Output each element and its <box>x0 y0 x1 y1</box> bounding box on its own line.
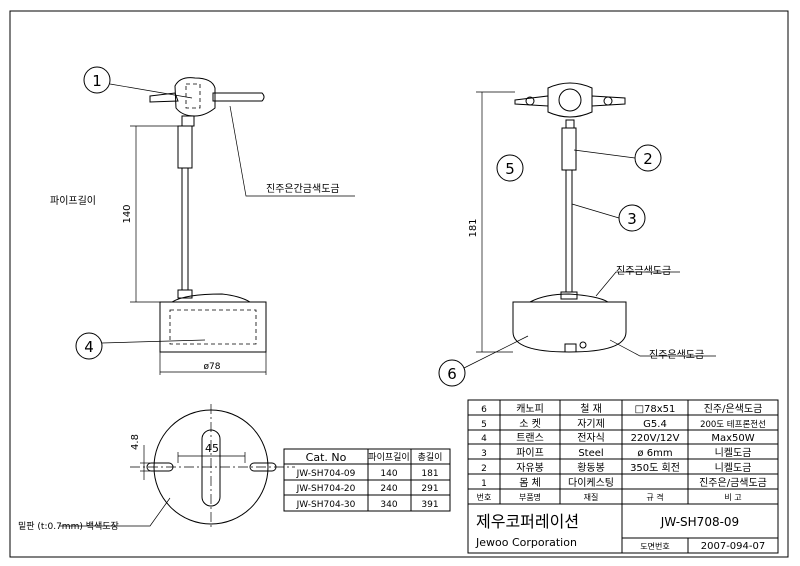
parts-header-mat: 재질 <box>584 493 599 502</box>
cat-row-2-pipe: 240 <box>380 484 397 494</box>
parts-r6-mat: 다이케스팅 <box>568 477 614 489</box>
parts-r1-spec: □78x51 <box>635 404 676 415</box>
cat-row-2-total: 291 <box>421 484 438 494</box>
callout-6-circle <box>438 359 466 387</box>
front-view-left: 140 ø78 파이프길이 진주은간금색도금 1 4 <box>50 66 355 375</box>
label-base-plate: 밑판 (t:0.7mm) 백색도장 <box>18 520 119 532</box>
parts-r5-note: 니켈도금 <box>715 462 752 474</box>
cat-row-1-catno: JW-SH704-09 <box>296 469 356 479</box>
dim-bottom-hole: 45 <box>205 442 219 455</box>
bottom-center-slot <box>201 429 221 507</box>
parts-table: 6 캐노피 철 재 □78x51 진주/은색도금 5 소 켓 자기제 G5.4 … <box>467 399 779 505</box>
parts-r2-no: 5 <box>481 420 487 430</box>
handle-right-arm <box>212 92 265 102</box>
handle-left-arm <box>149 92 179 103</box>
parts-header-spec: 규 격 <box>646 492 663 502</box>
parts-header-name: 부품명 <box>519 492 541 502</box>
callout-3: 3 <box>627 210 637 228</box>
dim-width-base: ø78 <box>204 362 221 372</box>
callout-6: 6 <box>447 365 457 383</box>
side-handle-dot-left <box>525 96 535 106</box>
neck <box>181 115 195 127</box>
dim-height-right: 181 <box>468 218 479 237</box>
parts-r1-note: 진주/은색도금 <box>704 403 763 415</box>
bottom-view: 45 4.8 밑판 (t:0.7mm) 백색도장 <box>18 404 295 532</box>
parts-r4-no: 3 <box>481 449 487 459</box>
drawing-no: 2007-094-07 <box>701 541 765 552</box>
cat-row-3-catno: JW-SH704-30 <box>296 500 356 510</box>
dim-bottom-offset: 4.8 <box>130 434 141 450</box>
parts-r2-spec: G5.4 <box>643 419 667 430</box>
parts-r1-mat: 철 재 <box>580 403 602 415</box>
model-number: JW-SH708-09 <box>660 515 739 529</box>
company-name-kr: 제우코퍼레이션 <box>476 512 579 531</box>
callout-4: 4 <box>84 338 94 356</box>
callout-2: 2 <box>643 150 653 168</box>
parts-r3-mat: 전자식 <box>577 432 605 444</box>
transformer-dashed <box>169 309 257 345</box>
parts-r1-no: 6 <box>481 405 487 415</box>
parts-r3-name: 트랜스 <box>516 432 544 444</box>
parts-r4-spec: ø 6mm <box>637 448 672 459</box>
cat-row-3-pipe: 340 <box>380 500 397 510</box>
side-view-right: 181 5 2 3 6 진주금색도금 진주은색도금 <box>438 82 716 387</box>
callout-5: 5 <box>505 160 515 178</box>
label-finish-gold: 진주금색도금 <box>616 265 671 277</box>
outer-frame <box>9 10 789 558</box>
callout-1: 1 <box>92 72 102 90</box>
parts-header-no: 번호 <box>477 493 492 502</box>
label-finish-handle: 진주은간금색도금 <box>266 183 340 195</box>
parts-r5-spec: 350도 회전 <box>630 462 680 474</box>
cat-row-1-total: 181 <box>421 469 438 479</box>
parts-r6-name: 몸 체 <box>519 477 541 489</box>
handle-socket-dashed <box>185 83 201 109</box>
parts-r3-note: Max50W <box>711 433 754 444</box>
parts-r5-name: 자유봉 <box>516 462 544 474</box>
base-box-right <box>512 301 627 353</box>
parts-r4-mat: Steel <box>578 448 603 459</box>
parts-header-note: 비 고 <box>724 493 741 502</box>
cat-header-total: 총길이 <box>418 452 443 463</box>
cat-header-pipe: 파이프길이 <box>368 452 409 463</box>
parts-r5-mat: 황동봉 <box>577 462 605 474</box>
side-handle-hole <box>558 88 582 112</box>
upper-joint <box>177 125 193 169</box>
title-block: 제우코퍼레이션 Jewoo Corporation JW-SH708-09 도면… <box>467 503 779 554</box>
lower-joint <box>177 289 193 299</box>
callout-5-circle <box>496 154 524 182</box>
parts-r4-name: 파이프 <box>516 447 544 459</box>
cat-table: Cat. No 파이프길이 총길이 JW-SH704-09 140 181 JW… <box>283 448 451 512</box>
parts-r2-mat: 자기제 <box>577 418 605 430</box>
parts-r2-name: 소 켓 <box>519 418 541 430</box>
cat-row-2-catno: JW-SH704-20 <box>296 484 356 494</box>
callout-1-circle <box>83 66 111 94</box>
parts-r2-note: 200도 테프론전선 <box>700 419 766 430</box>
drawing-no-label: 도면번호 <box>640 541 669 551</box>
parts-r4-note: 니켈도금 <box>715 447 752 459</box>
label-pipe-length: 파이프길이 <box>50 194 96 207</box>
parts-r5-no: 2 <box>481 464 487 474</box>
handle-body <box>174 77 216 117</box>
base-box-left <box>159 301 267 353</box>
label-finish-silver: 진주은색도금 <box>649 349 704 361</box>
cat-row-3-total: 391 <box>421 500 438 510</box>
company-name-en: Jewoo Corporation <box>475 536 577 549</box>
parts-r1-name: 캐노피 <box>516 403 544 415</box>
parts-r6-no: 1 <box>481 479 487 489</box>
cat-header-catno: Cat. No <box>306 451 347 464</box>
parts-r6-note: 진주은/금색도금 <box>699 477 767 489</box>
side-handle-dot-right <box>603 96 613 106</box>
side-upper-joint <box>561 127 577 171</box>
cat-row-1-pipe: 140 <box>380 469 397 479</box>
parts-r3-spec: 220V/12V <box>631 433 680 444</box>
parts-r3-no: 4 <box>481 434 487 444</box>
callout-4-circle <box>75 332 103 360</box>
dim-height-left: 140 <box>122 204 133 223</box>
